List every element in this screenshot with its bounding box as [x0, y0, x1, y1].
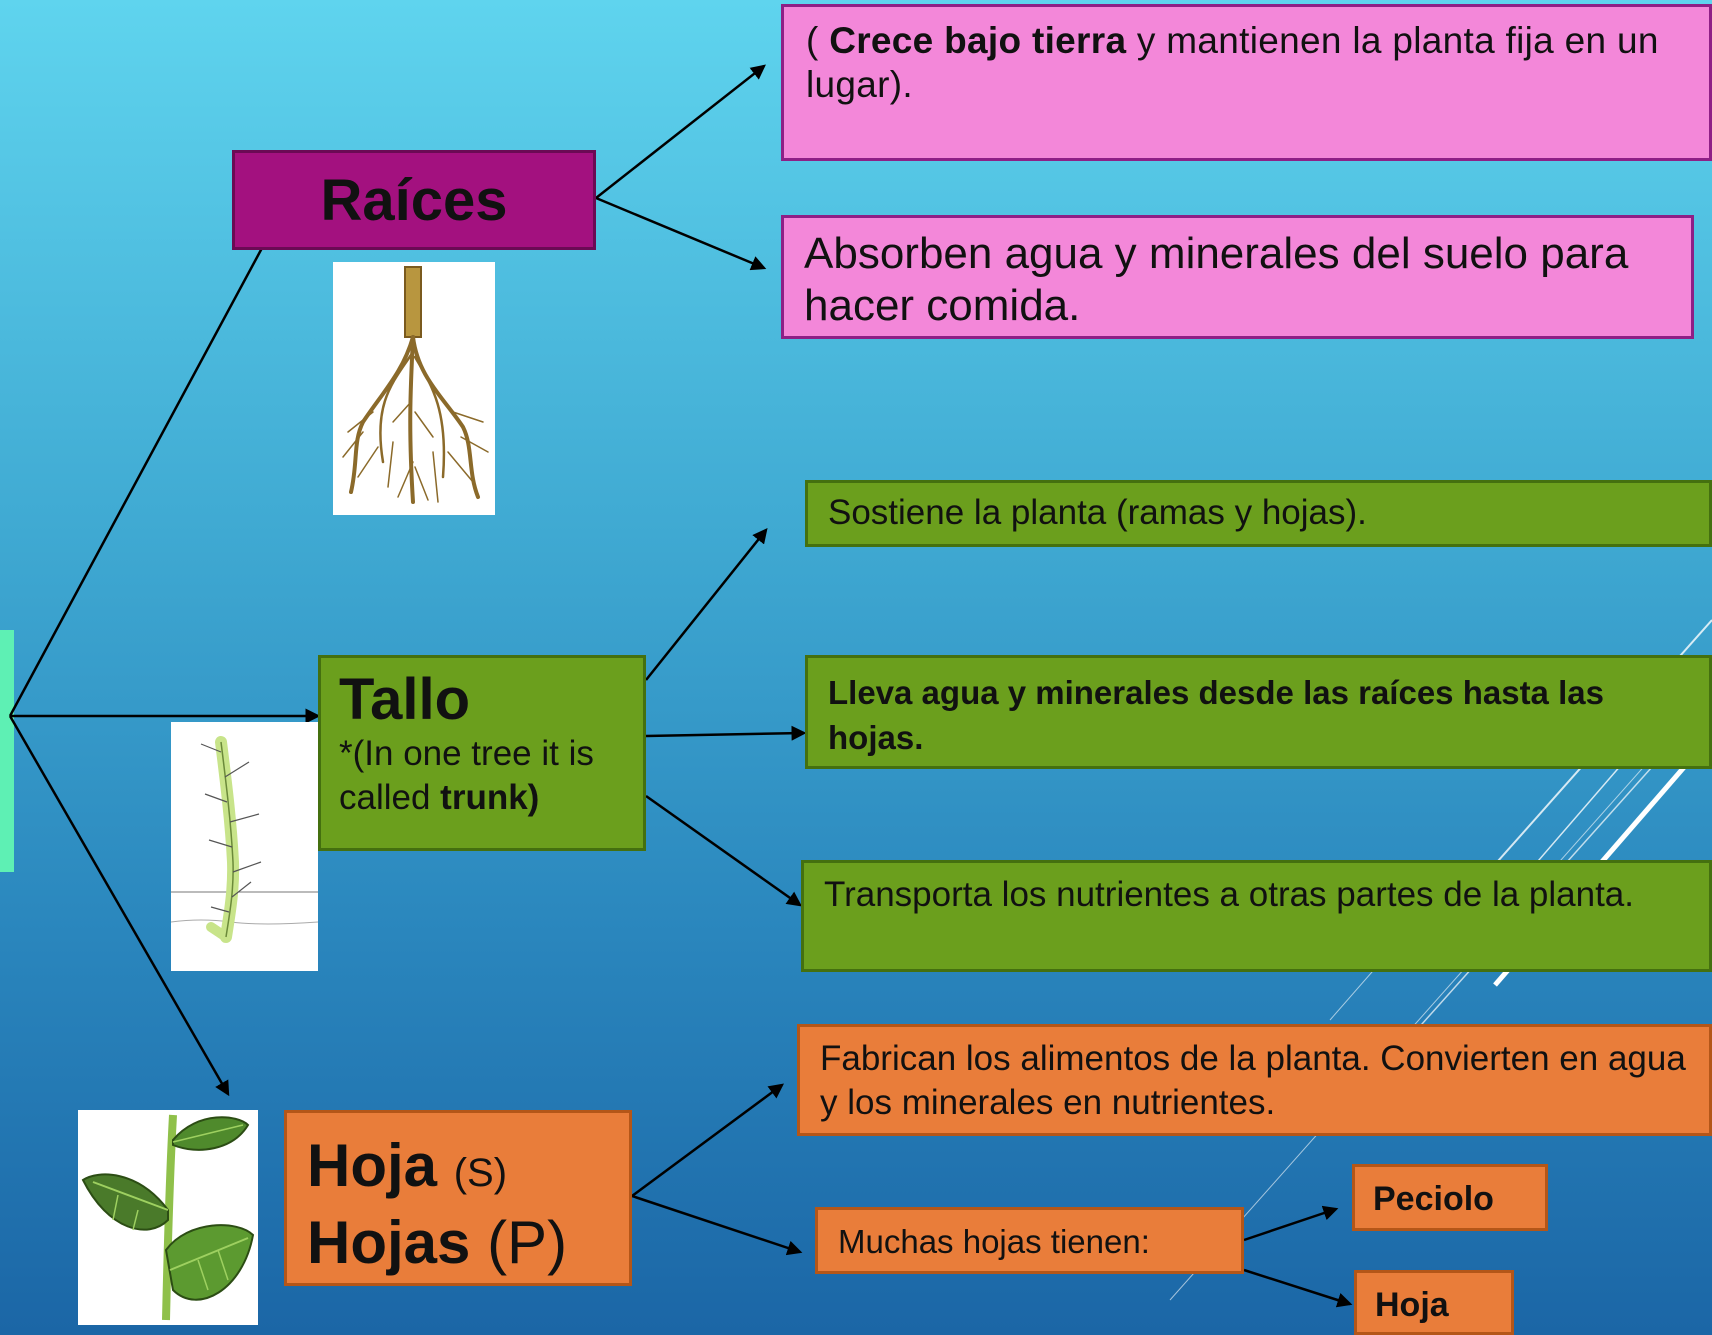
leaves-singular: Hoja	[307, 1132, 438, 1199]
left-accent-bar	[0, 630, 14, 872]
stem-desc1-box: Sostiene la planta (ramas y hojas).	[805, 480, 1712, 547]
stem-desc3-text: Transporta los nutrientes a otras partes…	[824, 875, 1634, 914]
roots-desc2-text: Absorben agua y minerales del suelo para…	[804, 229, 1629, 330]
leaves-singular-line: Hoja (S)	[307, 1131, 609, 1208]
roots-title: Raíces	[320, 167, 508, 233]
roots-desc1-open: (	[806, 20, 830, 61]
stem-note: *(In one tree it is called trunk)	[339, 732, 625, 820]
leaf-part-petiole: Peciolo	[1373, 1180, 1494, 1218]
roots-title-box: Raíces	[232, 150, 596, 250]
roots-desc1-box: ( Crece bajo tierra y mantienen la plant…	[781, 4, 1712, 161]
stem-icon	[170, 736, 319, 943]
roots-desc1-text: ( Crece bajo tierra y mantienen la plant…	[806, 19, 1687, 107]
stem-illustration	[170, 722, 319, 971]
leaves-parts-label: Muchas hojas tienen:	[838, 1223, 1150, 1260]
leaves-desc1-box: Fabrican los alimentos de la planta. Con…	[797, 1024, 1712, 1136]
roots-illustration	[333, 262, 495, 515]
stem-title-box: Tallo *(In one tree it is called trunk)	[318, 655, 646, 851]
leaves-singular-tag: (S)	[453, 1151, 508, 1195]
leaves-plural-tag: (P)	[487, 1209, 568, 1276]
stem-desc3-box: Transporta los nutrientes a otras partes…	[801, 860, 1712, 972]
stem-desc2-box: Lleva agua y minerales desde las raíces …	[805, 655, 1712, 769]
leaf-part-petiole-box: Peciolo	[1352, 1164, 1548, 1231]
stem-title: Tallo	[339, 667, 471, 732]
leaves-parts-box: Muchas hojas tienen:	[815, 1207, 1244, 1274]
roots-desc2-box: Absorben agua y minerales del suelo para…	[781, 215, 1694, 339]
leaf-illustration	[78, 1110, 258, 1325]
roots-desc1-bold: Crece bajo tierra	[829, 20, 1127, 61]
stem-desc1-text: Sostiene la planta (ramas y hojas).	[828, 493, 1367, 532]
leaves-desc1-text: Fabrican los alimentos de la planta. Con…	[820, 1039, 1686, 1122]
stem-note-prefix: *(In one tree it is called	[339, 734, 594, 817]
stem-desc2-text: Lleva agua y minerales desde las raíces …	[828, 674, 1604, 756]
leaf-part-blade: Hoja	[1375, 1286, 1449, 1324]
leaves-title-box: Hoja (S) Hojas (P)	[284, 1110, 632, 1286]
roots-desc1-rest: y mantienen la planta fija en un lugar).	[806, 20, 1659, 105]
leaves-plural-line: Hojas (P)	[307, 1208, 609, 1278]
leaf-part-blade-box: Hoja	[1354, 1270, 1514, 1335]
leaves-plural: Hojas	[307, 1209, 471, 1276]
roots-icon	[342, 266, 489, 504]
leaf-icon	[81, 1114, 255, 1321]
stem-note-bold: trunk)	[440, 778, 540, 817]
